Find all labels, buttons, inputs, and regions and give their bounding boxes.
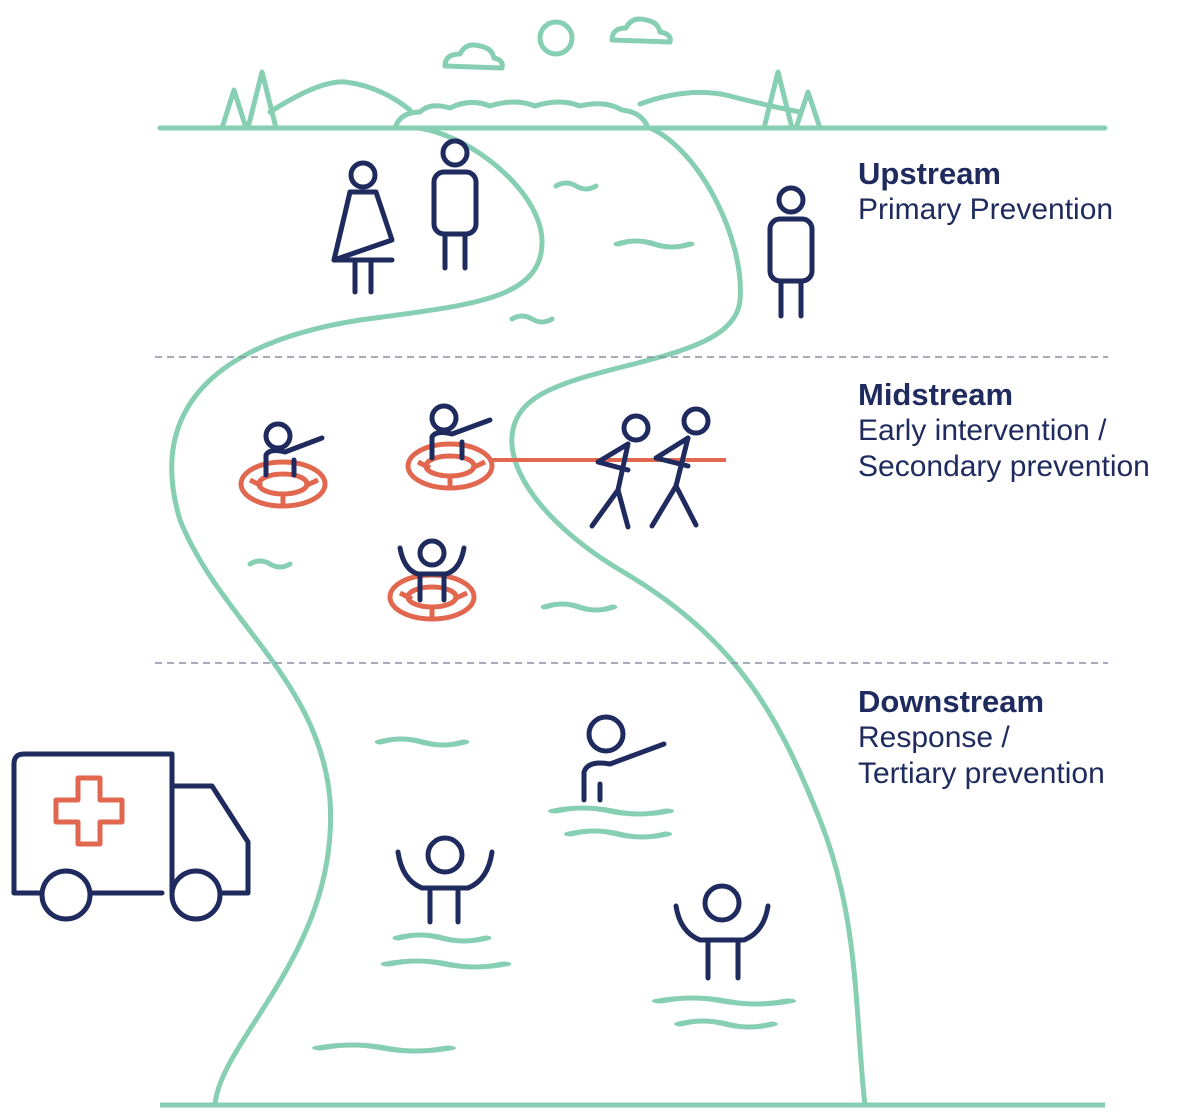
person-icon (429, 403, 493, 461)
stage-description: Primary Prevention (858, 193, 1114, 226)
person-icon (331, 160, 395, 295)
lifebuoy-icon (387, 572, 477, 622)
stage-label-midstream: Midstream Early intervention / Secondary… (858, 377, 1150, 485)
person-icon (673, 883, 771, 981)
person-icon (767, 185, 815, 319)
stage-description: Response / (858, 721, 1010, 754)
person-icon (397, 538, 467, 603)
stage-title: Midstream (858, 377, 1014, 412)
stage-description: Secondary prevention (858, 450, 1150, 483)
stage-label-downstream: Downstream Response / Tertiary preventio… (858, 684, 1105, 792)
stage-title: Downstream (858, 684, 1045, 719)
wave-icon (250, 183, 788, 1051)
person-icon (589, 413, 651, 530)
stage-description: Tertiary prevention (858, 757, 1105, 790)
person-icon (395, 835, 495, 925)
ambulance-icon (11, 751, 251, 922)
stage-description: Early intervention / (858, 414, 1107, 447)
person-icon (431, 138, 479, 271)
stage-title: Upstream (858, 156, 1001, 191)
person-icon (649, 406, 711, 529)
person-icon (581, 714, 667, 803)
river-banks (169, 125, 868, 1108)
person-icon (263, 421, 325, 478)
lifebuoy-icon (238, 459, 328, 509)
lifebuoy-icon (405, 441, 495, 491)
stage-label-upstream: Upstream Primary Prevention (858, 156, 1113, 228)
hills-trees-sun-clouds-icon (219, 16, 823, 131)
